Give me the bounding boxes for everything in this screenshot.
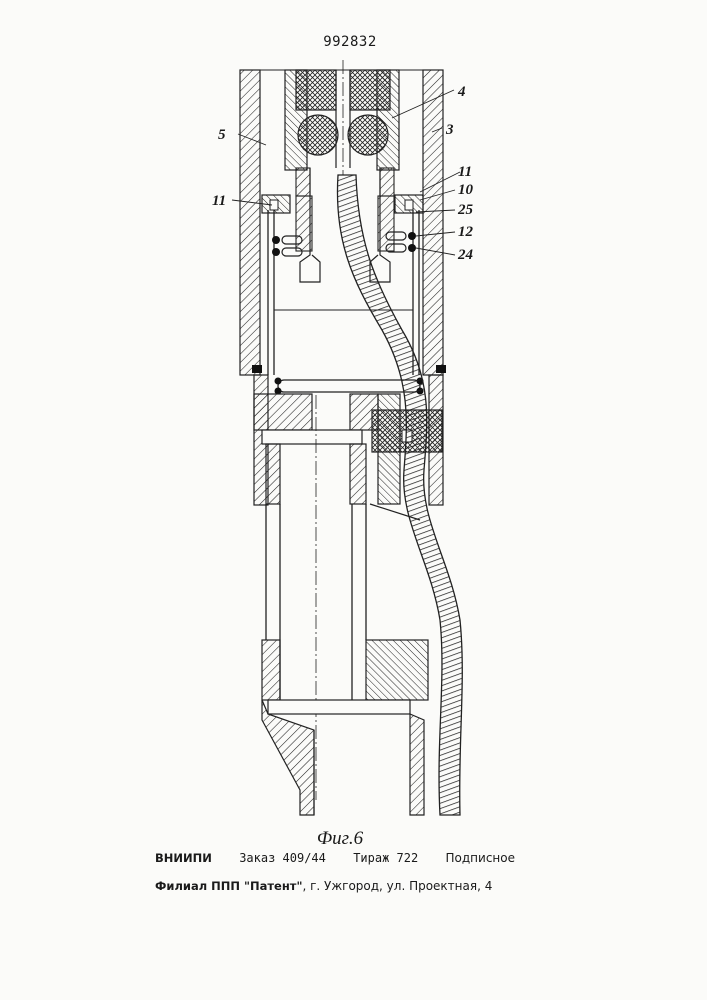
figure-caption: Фиг.6 <box>300 828 380 850</box>
callout-25: 25 <box>457 202 474 218</box>
imprint-order: Заказ 409/44 <box>239 851 326 865</box>
imprint-row-branch: Филиал ППП "Патент", г. Ужгород, ул. Про… <box>155 879 515 893</box>
callout-5: 5 <box>218 127 226 143</box>
callout-11-right: 11 <box>458 164 472 180</box>
imprint-branch-address: , г. Ужгород, ул. Проектная, 4 <box>302 879 492 893</box>
technical-drawing: 5 4 3 11 11 10 25 12 24 <box>0 0 707 830</box>
callout-11-left: 11 <box>212 193 226 209</box>
imprint-block: ВНИИПИ Заказ 409/44 Тираж 722 Подписное … <box>155 851 515 893</box>
imprint-subscription: Подписное <box>446 851 515 865</box>
callout-4: 4 <box>457 84 466 100</box>
imprint-org: ВНИИПИ <box>155 851 212 865</box>
imprint-row-publisher: ВНИИПИ Заказ 409/44 Тираж 722 Подписное <box>155 851 515 865</box>
callout-24: 24 <box>457 247 474 263</box>
callout-3: 3 <box>445 122 454 138</box>
callout-10: 10 <box>458 182 474 198</box>
imprint-edition: Тираж 722 <box>353 851 418 865</box>
lower-pipe <box>262 395 428 815</box>
callout-12: 12 <box>458 224 474 240</box>
packing-assembly <box>285 60 399 175</box>
imprint-branch-label: Филиал ППП "Патент" <box>155 879 302 893</box>
